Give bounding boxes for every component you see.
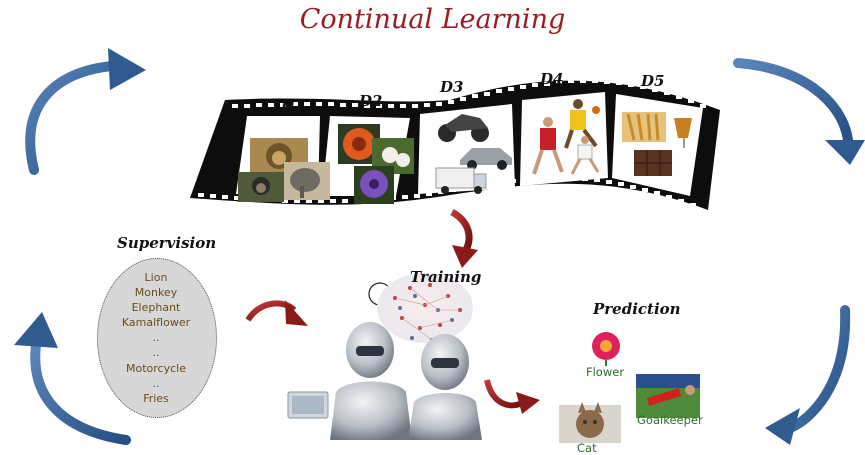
prediction-label-cat: Cat xyxy=(577,441,597,455)
prediction-label-goalkeeper: Goalkeeper xyxy=(637,413,703,427)
supervision-label: Kamalflower xyxy=(121,316,191,330)
supervision-label: .. xyxy=(152,331,160,345)
basketball-player-photo xyxy=(564,99,600,149)
film-sprockets-top xyxy=(232,79,706,108)
supervision-labels-ellipse xyxy=(97,258,217,418)
cycle-arrow-bottom-left xyxy=(14,312,131,445)
supervision-label: Elephant xyxy=(131,301,181,315)
cycle-arrow-top-right xyxy=(733,58,865,165)
domain-label-d4: D4 xyxy=(540,70,564,88)
truck-photo xyxy=(435,167,487,194)
domain-label-d1: D1 xyxy=(281,96,305,114)
d1-images xyxy=(238,138,330,202)
diagram-title: Continual Learning xyxy=(299,4,566,35)
prediction-label-flower: Flower xyxy=(586,365,625,379)
arrow-film-to-training xyxy=(450,208,478,268)
supervision-label: Motorcycle xyxy=(126,361,186,375)
beer-glass-photo xyxy=(674,118,692,138)
film-frame-d5 xyxy=(612,94,703,196)
neural-brain-graphic xyxy=(368,273,473,343)
supervision-label-list: Lion Monkey Elephant Kamalflower .. .. M… xyxy=(97,270,215,406)
supervision-label: Monkey xyxy=(134,286,178,300)
d2-images xyxy=(338,124,414,204)
motorcycle-photo xyxy=(438,114,489,142)
prediction-heading: Prediction xyxy=(593,300,681,318)
arrow-training-to-prediction xyxy=(484,379,540,414)
domain-label-d3: D3 xyxy=(440,78,464,96)
d3-images xyxy=(435,114,512,194)
car-photo xyxy=(460,148,512,170)
predicted-cat-photo xyxy=(559,402,621,443)
supervision-heading: Supervision xyxy=(117,234,217,252)
domain-label-d2: D2 xyxy=(359,92,383,110)
d5-images xyxy=(622,112,692,176)
robots-graphic xyxy=(287,322,482,440)
d4-images xyxy=(532,99,600,175)
soccer-player-photo xyxy=(532,117,564,175)
domain-label-d5: D5 xyxy=(641,72,665,90)
supervision-label: .. xyxy=(152,346,160,360)
predicted-flower-photo xyxy=(592,332,620,366)
training-heading: Training xyxy=(410,268,482,286)
prediction-images xyxy=(559,332,700,443)
supervision-label: Fries xyxy=(143,391,169,405)
predicted-goalkeeper-photo xyxy=(636,374,700,418)
cycle-arrow-top-left xyxy=(25,48,146,175)
tennis-player-photo xyxy=(570,136,600,175)
supervision-label: .. xyxy=(152,376,160,390)
supervision-label: Lion xyxy=(144,271,168,284)
cycle-arrow-bottom-right xyxy=(765,305,851,445)
arrow-supervision-to-training xyxy=(245,300,308,326)
